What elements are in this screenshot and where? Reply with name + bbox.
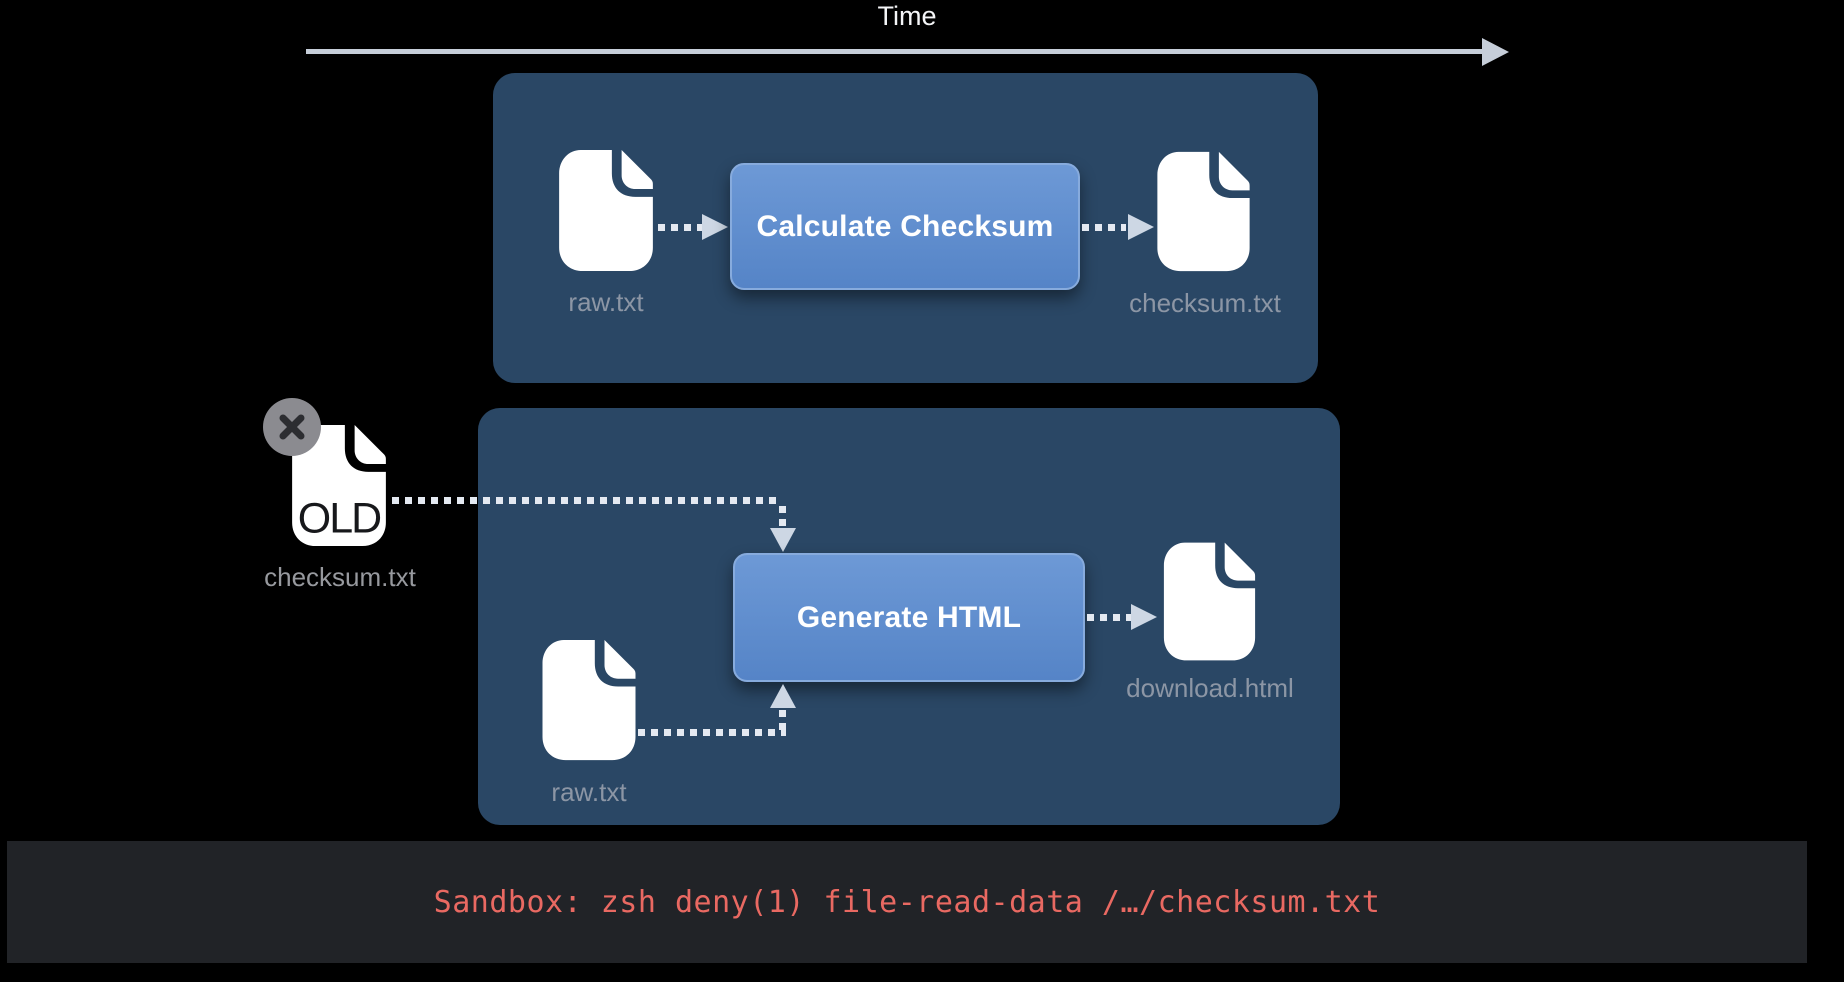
x-badge-icon (263, 398, 321, 456)
arrowhead-icon (702, 214, 728, 240)
arrow-raw2-horizontal (638, 729, 786, 736)
arrowhead-icon (770, 684, 796, 708)
time-axis-arrow (306, 49, 1482, 54)
document-icon (559, 149, 653, 272)
file-label-download-html: download.html (1126, 673, 1294, 703)
arrowhead-icon (1128, 214, 1154, 240)
document-icon (542, 639, 636, 761)
document-icon (1157, 151, 1250, 272)
sandbox-console: Sandbox: zsh deny(1) file-read-data /…/c… (7, 841, 1807, 963)
arrow-raw2-vertical (779, 710, 786, 730)
arrow-calculate-to-checksum (1082, 224, 1126, 231)
action-node-calculate-checksum: Calculate Checksum (730, 163, 1080, 290)
document-icon (1163, 542, 1256, 661)
arrow-old-checksum-horizontal (392, 497, 780, 504)
file-label-checksum-txt: checksum.txt (1129, 288, 1281, 318)
arrowhead-icon (770, 528, 796, 552)
document-icon-old: OLD (292, 424, 386, 547)
arrow-generate-to-download (1087, 614, 1131, 621)
time-axis-label: Time (877, 1, 937, 31)
file-label-old-checksum-txt: checksum.txt (264, 562, 416, 592)
stale-marker-text: OLD (298, 494, 380, 542)
time-axis-arrowhead-icon (1482, 38, 1509, 66)
action-label: Generate HTML (796, 600, 1022, 634)
action-node-generate-html: Generate HTML (733, 553, 1085, 682)
file-label-raw-txt: raw.txt (568, 287, 644, 317)
action-label: Calculate Checksum (756, 209, 1054, 243)
x-icon (279, 414, 305, 440)
arrowhead-icon (1131, 604, 1157, 630)
file-label-raw-txt-2: raw.txt (551, 777, 627, 807)
arrow-raw-to-calculate (658, 224, 702, 231)
arrow-old-checksum-vertical (779, 506, 786, 528)
sandbox-deny-message: Sandbox: zsh deny(1) file-read-data /…/c… (433, 884, 1381, 920)
